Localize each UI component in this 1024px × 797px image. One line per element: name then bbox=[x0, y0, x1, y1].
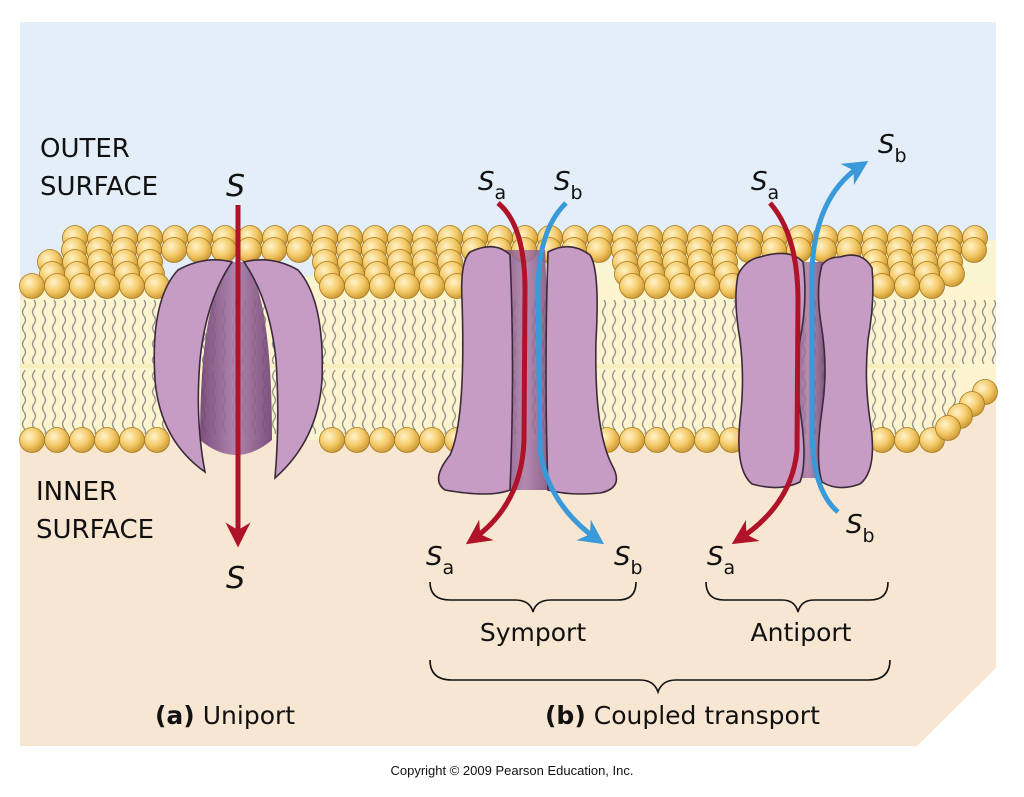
inner-surface-label-2: SURFACE bbox=[36, 515, 154, 545]
lipid-head bbox=[344, 427, 370, 453]
uniport-s-inner: S bbox=[226, 561, 245, 596]
lipid-head bbox=[961, 237, 987, 263]
lipid-head bbox=[919, 273, 945, 299]
lipid-head bbox=[419, 427, 445, 453]
lipid-head bbox=[69, 427, 95, 453]
lipid-head bbox=[344, 273, 370, 299]
antiport-protein bbox=[735, 252, 874, 489]
lipid-head bbox=[119, 273, 145, 299]
coupled-transport-caption: (b)Coupled transport bbox=[545, 701, 820, 730]
lipid-head bbox=[619, 427, 645, 453]
outer-surface-label-2: SURFACE bbox=[40, 172, 158, 202]
lipid-head bbox=[369, 427, 395, 453]
lipid-head bbox=[211, 237, 237, 263]
symport-sa-inner: Sa bbox=[426, 542, 454, 579]
lipid-head bbox=[44, 427, 70, 453]
uniport-right-subunit bbox=[242, 259, 324, 480]
lipid-head bbox=[694, 427, 720, 453]
lipid-head bbox=[394, 273, 420, 299]
lipid-head bbox=[186, 237, 212, 263]
lipid-head bbox=[161, 237, 187, 263]
copyright-notice: Copyright © 2009 Pearson Education, Inc. bbox=[390, 763, 634, 778]
lipid-head bbox=[144, 427, 170, 453]
uniport-left-subunit bbox=[153, 259, 234, 474]
symport-brace bbox=[429, 581, 637, 613]
uniport-caption: (a)Uniport bbox=[155, 701, 295, 730]
coupled-transport-brace bbox=[429, 659, 891, 695]
antiport-label: Antiport bbox=[751, 618, 852, 647]
lipid-head bbox=[939, 261, 965, 287]
symport-right-subunit bbox=[545, 245, 618, 495]
symport-sb-inner: Sb bbox=[614, 542, 643, 579]
antiport-left-subunit bbox=[735, 252, 806, 489]
uniport-s-outer: S bbox=[226, 169, 245, 204]
lipid-head bbox=[669, 427, 695, 453]
lipid-head bbox=[419, 273, 445, 299]
lipid-head bbox=[694, 273, 720, 299]
outer-surface-label-1: OUTER bbox=[40, 134, 130, 164]
lipid-head bbox=[19, 273, 45, 299]
lipid-head bbox=[44, 273, 70, 299]
lipid-head bbox=[644, 273, 670, 299]
lipid-head bbox=[319, 427, 345, 453]
antiport-sb-outer: Sb bbox=[878, 130, 907, 167]
symport-sa-arrow bbox=[465, 201, 528, 545]
lipid-head bbox=[19, 427, 45, 453]
symport-sb-outer: Sb bbox=[554, 167, 583, 204]
symport-label: Symport bbox=[480, 618, 586, 647]
lipid-head bbox=[394, 427, 420, 453]
lipid-head bbox=[935, 415, 961, 441]
antiport-right-subunit bbox=[817, 254, 874, 489]
lipid-head bbox=[94, 427, 120, 453]
lipid-head bbox=[69, 273, 95, 299]
lipid-head bbox=[369, 273, 395, 299]
symport-sb-arrow bbox=[535, 201, 605, 545]
antiport-sa-arrow bbox=[731, 201, 801, 545]
lipid-head bbox=[644, 427, 670, 453]
lipid-head bbox=[894, 427, 920, 453]
lipid-head bbox=[119, 427, 145, 453]
antiport-sa-outer: Sa bbox=[751, 167, 779, 204]
lipid-head bbox=[894, 273, 920, 299]
lipid-head bbox=[261, 237, 287, 263]
lipid-head bbox=[869, 427, 895, 453]
antiport-sb-arrow bbox=[809, 160, 869, 514]
inner-surface-label-1: INNER bbox=[36, 477, 117, 507]
antiport-sa-inner: Sa bbox=[707, 542, 735, 579]
lipid-head bbox=[619, 273, 645, 299]
lipid-head bbox=[94, 273, 120, 299]
lipid-head bbox=[286, 237, 312, 263]
symport-protein bbox=[437, 245, 618, 495]
symport-left-subunit bbox=[437, 245, 514, 495]
antiport-sb-inner: Sb bbox=[846, 510, 875, 547]
lipid-head bbox=[319, 273, 345, 299]
lipid-head bbox=[669, 273, 695, 299]
antiport-brace bbox=[705, 581, 889, 613]
symport-sa-outer: Sa bbox=[478, 167, 506, 204]
